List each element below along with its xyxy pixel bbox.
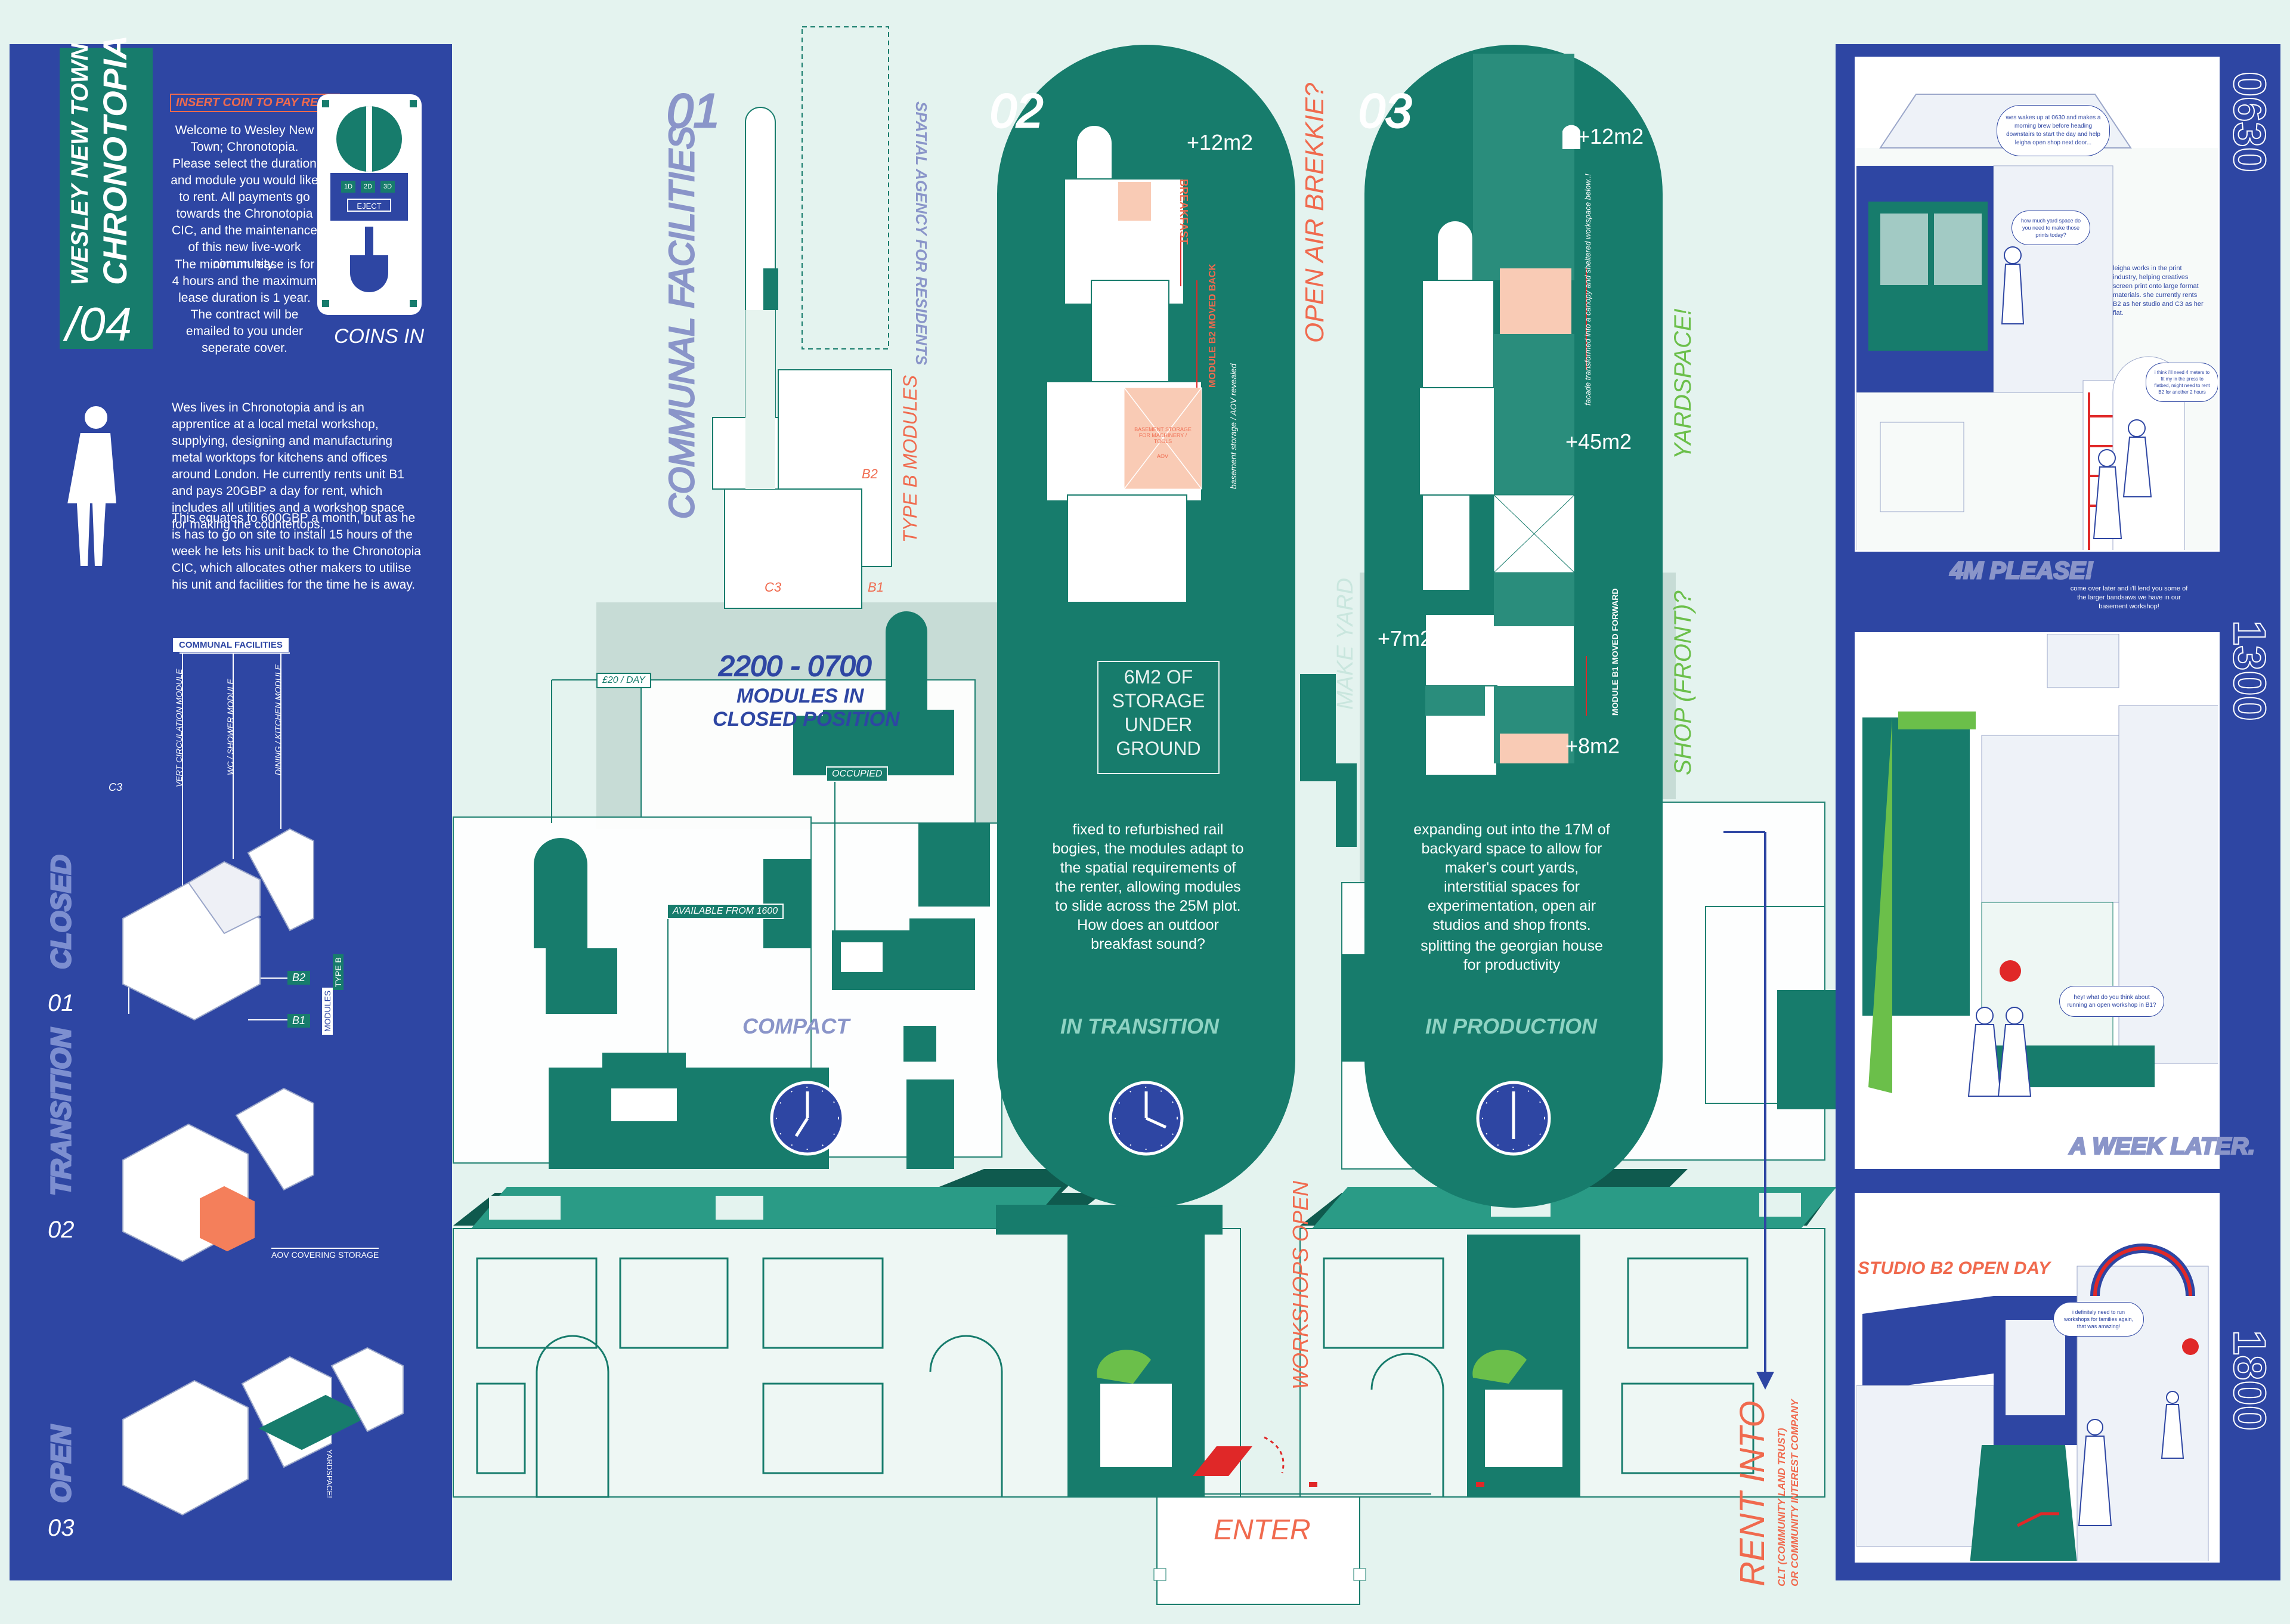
- price-day-tag: £20 / DAY: [596, 673, 651, 688]
- in-transition-label: IN TRANSITION: [1060, 1014, 1219, 1038]
- center-b2: B2: [862, 466, 878, 481]
- label-b2: B2: [287, 971, 311, 985]
- story-card-0630: wes wakes up at 0630 and makes a morning…: [1855, 57, 2220, 552]
- coins-in-label: COINS IN: [334, 325, 425, 348]
- isometric-modules-drawing: [122, 828, 404, 1516]
- story-card-1300: hey! what do you think about running an …: [1855, 632, 2220, 1169]
- area-plus-12-transition: +12m2: [1187, 130, 1254, 154]
- in-production-label: IN PRODUCTION: [1425, 1014, 1597, 1038]
- num-03: 03: [1358, 83, 1413, 138]
- aov-small-label: AOV: [1157, 453, 1169, 459]
- story-illustration-evening: [1856, 1195, 2218, 1561]
- communal-header: COMMUNAL FACILITIES: [173, 638, 289, 652]
- storage-line-2: STORAGE: [1112, 690, 1205, 712]
- stage-transition-number: 02: [48, 1217, 75, 1243]
- available-tag: AVAILABLE FROM 1600: [667, 904, 784, 919]
- storage-line-3: UNDER: [1124, 714, 1193, 735]
- coin-machine: 1D 2D 3D EJECT: [317, 94, 422, 315]
- closed-position-label: CLOSED POSITION: [713, 708, 900, 731]
- center-c3: C3: [765, 580, 782, 595]
- area-plus-12-production: +12m2: [1577, 124, 1644, 149]
- basement-box-label: BASEMENT STORAGE FOR MACHINERY / TOOLS: [1134, 426, 1192, 444]
- week-later-label: A WEEK LATER.: [2068, 1133, 2255, 1161]
- coin-slot-icon: [322, 100, 417, 307]
- sheet-number: /04: [66, 298, 132, 351]
- story-illustration-afternoon: [1856, 634, 2218, 1167]
- production-text-1: expanding out into the 17M of backyard s…: [1413, 821, 1610, 933]
- clt-label-1: CLT (COMMUNITY LAND TRUST): [1776, 1428, 1787, 1586]
- machine-button-1d[interactable]: 1D: [341, 181, 355, 193]
- label-c3: C3: [109, 781, 123, 793]
- lease-text: The minimum lease is for 4 hours and the…: [172, 258, 317, 355]
- studio-open-day-label: STUDIO B2 OPEN DAY: [1858, 1258, 2050, 1278]
- occupied-tag: OCCUPIED: [826, 766, 889, 782]
- bubble-morning: wes wakes up at 0630 and makes a morning…: [1997, 105, 2110, 156]
- area-plus-7: +7m2: [1378, 626, 1432, 651]
- storage-line-4: GROUND: [1116, 738, 1201, 759]
- num-02: 02: [989, 83, 1044, 138]
- leigha-text: leigha works in the print industry, help…: [2113, 265, 2204, 317]
- stage-closed-number: 01: [48, 990, 75, 1016]
- come-over-text: come over later and i'll lend you some o…: [2070, 585, 2188, 610]
- title-block: [60, 48, 153, 349]
- num-01: 01: [666, 83, 721, 138]
- production-text-2: splitting the georgian house for product…: [1421, 938, 1603, 973]
- stage-open-number: 03: [48, 1515, 75, 1541]
- label-b1: B1: [287, 1014, 311, 1028]
- time-range: 2200 - 0700: [718, 650, 872, 683]
- compact-label: COMPACT: [742, 1014, 850, 1038]
- bubble-press: i think i'll need 4 meters to fit my in …: [2146, 363, 2218, 402]
- wes-text-2: This equates to 600GBP a month, but as h…: [172, 511, 421, 592]
- workshops-open-label: WORKSHOPS OPEN: [1288, 1180, 1313, 1390]
- machine-button-2d[interactable]: 2D: [361, 181, 375, 193]
- area-plus-45: +45m2: [1565, 429, 1632, 454]
- time-1300: 1300: [2223, 620, 2275, 722]
- modules-in-label: MODULES IN: [736, 685, 864, 707]
- story-illustration-morning: [1856, 58, 2218, 550]
- storage-line-1: 6M2 OF: [1124, 666, 1193, 688]
- person-icon: [66, 405, 118, 567]
- eject-button[interactable]: EJECT: [347, 199, 391, 212]
- enter-label[interactable]: ENTER: [1214, 1514, 1311, 1546]
- four-m-please: 4M PLEASE!: [1949, 557, 2094, 585]
- bubble-yard-space: how much yard space do you need to make …: [2012, 211, 2090, 245]
- module-leader-lines: [128, 652, 293, 1020]
- story-card-1800: i definitely need to run workshops for f…: [1855, 1193, 2220, 1563]
- center-b1: B1: [868, 580, 884, 595]
- storage-underground-label: 6M2 OF STORAGE UNDER GROUND: [1097, 661, 1220, 774]
- rent-into-label: RENT INTO: [1733, 1400, 1772, 1587]
- time-0630: 0630: [2223, 71, 2275, 173]
- clt-label-2: OR COMMUNITY INTEREST COMPANY: [1789, 1399, 1800, 1586]
- aov-label: AOV COVERING STORAGE: [271, 1248, 379, 1260]
- time-1800: 1800: [2223, 1329, 2275, 1431]
- wes-text-1: Wes lives in Chronotopia and is an appre…: [172, 401, 404, 531]
- machine-button-3d[interactable]: 3D: [380, 181, 395, 193]
- transition-text: fixed to refurbished rail bogies, the mo…: [1052, 821, 1244, 952]
- bubble-families: i definitely need to run workshops for f…: [2053, 1302, 2144, 1337]
- welcome-text: Welcome to Wesley New Town; Chronotopia.…: [171, 123, 318, 271]
- coin-dial[interactable]: [336, 106, 402, 172]
- area-plus-8: +8m2: [1565, 734, 1620, 758]
- bubble-open-workshop: hey! what do you think about running an …: [2059, 986, 2164, 1017]
